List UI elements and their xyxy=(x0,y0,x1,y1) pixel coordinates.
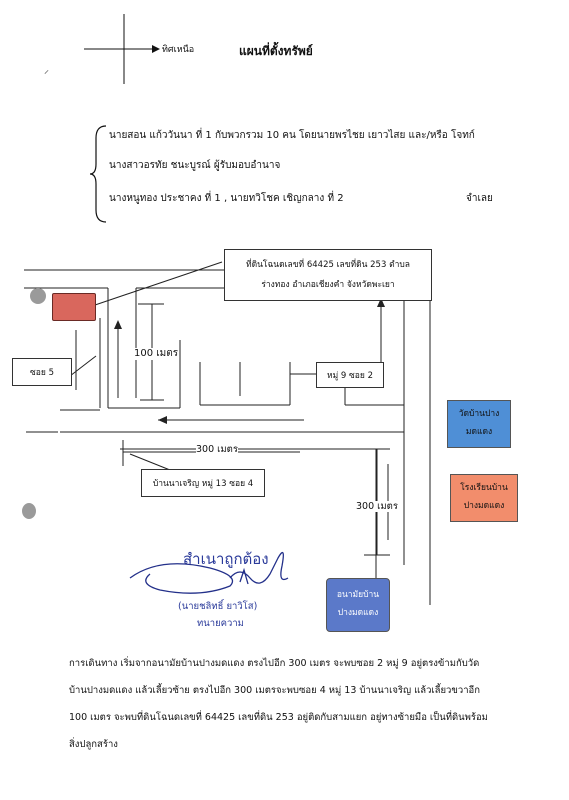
directions-line-4: สิ่งปลูกสร้าง xyxy=(69,739,118,750)
distance-100-label: 100 เมตร xyxy=(134,348,179,360)
land-label-line-1: ที่ดินโฉนดเลขที่ 64425 เลขที่ดิน 253 ตำบ… xyxy=(246,260,410,270)
page-title: แผนที่ตั้งทรัพย์ xyxy=(239,44,313,58)
certified-stamp: สำเนาถูกต้อง xyxy=(183,550,269,568)
distance-300-vertical-label: 300 เมตร xyxy=(356,501,398,513)
signature xyxy=(120,538,300,598)
directions-line-2: บ้านปางมดแดง แล้วเลี้ยวซ้าย ตรงไปอีก 300… xyxy=(69,685,480,696)
scan-mark: ⸝ xyxy=(44,65,49,76)
school-label-line-1: โรงเรียนบ้าน xyxy=(460,483,508,494)
directions-paragraph: การเดินทาง เริ่มจากอนามัยบ้านปางมดแดง ตร… xyxy=(69,650,529,758)
school-label-line-2: ปางมดแดง xyxy=(463,501,505,511)
land-label-line-2: ร่างทอง อำเภอเชียงคำ จังหวัดพะเยา xyxy=(261,280,395,290)
school-box: โรงเรียนบ้าน ปางมดแดง xyxy=(450,474,518,522)
health-label-line-1: อนามัยบ้าน xyxy=(336,590,380,601)
temple-label-line-1: วัดบ้านปาง xyxy=(458,409,500,420)
land-label-box: ที่ดินโฉนดเลขที่ 64425 เลขที่ดิน 253 ตำบ… xyxy=(224,249,432,301)
temple-box: วัดบ้านปาง มดแดง xyxy=(447,400,511,448)
land-parcel xyxy=(52,293,96,321)
plaintiff-line-1: นายสอน แก้ววันนา ที่ 1 กับพวกรวม 10 คน โ… xyxy=(109,130,475,141)
moo13-label: บ้านนาเจริญ หมู่ 13 ซอย 4 xyxy=(141,469,265,497)
punch-hole-top xyxy=(30,288,46,304)
plaintiff-line-2: นางสาวอรทัย ชนะบูรณ์ ผู้รับมอบอำนาจ xyxy=(109,160,281,171)
lawyer-name: (นายชลิทธิ์ ยาวิโส) xyxy=(178,601,258,612)
party-brace xyxy=(88,124,110,224)
directions-line-3: 100 เมตร จะพบที่ดินโฉนดเลขที่ 64425 เลขท… xyxy=(69,712,488,723)
distance-300-horizontal-label: 300 เมตร xyxy=(196,444,238,456)
directions-line-1: การเดินทาง เริ่มจากอนามัยบ้านปางมดแดง ตร… xyxy=(69,658,480,669)
north-compass xyxy=(80,14,160,86)
defendant-line: นางหนูทอง ประชาคง ที่ 1 , นายทวิโชค เชิญ… xyxy=(109,193,344,204)
health-label-line-2: ปางมดแดง xyxy=(337,608,379,618)
north-label: ทิศเหนือ xyxy=(162,45,195,55)
soi5-label: ซอย 5 xyxy=(12,358,72,386)
punch-hole-bottom xyxy=(22,503,36,519)
health-center-box: อนามัยบ้าน ปางมดแดง xyxy=(326,578,390,632)
lawyer-role: ทนายความ xyxy=(197,618,244,629)
temple-label-line-2: มดแดง xyxy=(465,427,493,437)
defendant-label: จำเลย xyxy=(466,193,493,204)
moo9-label: หมู่ 9 ซอย 2 xyxy=(316,362,384,388)
